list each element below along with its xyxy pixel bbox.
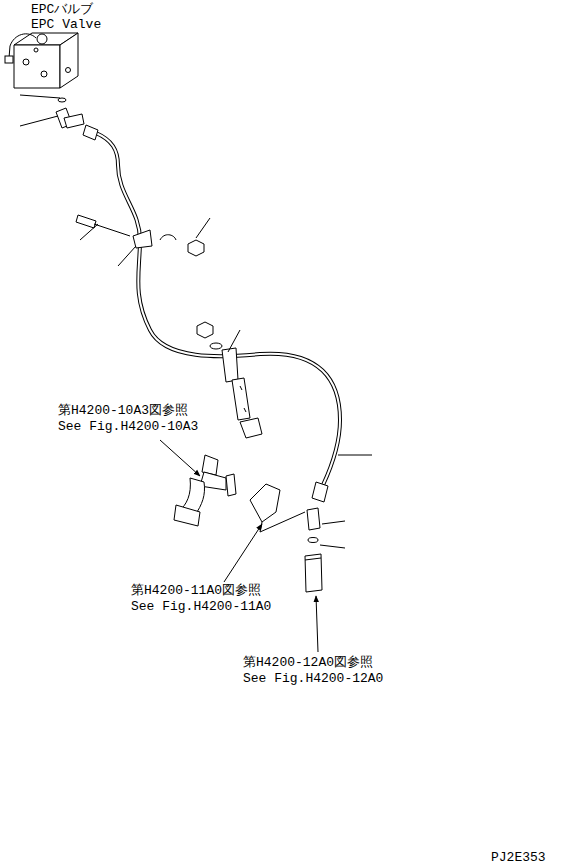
- leader-line: [260, 512, 305, 532]
- hose-clamp: [133, 230, 152, 248]
- connector-block: [250, 484, 280, 522]
- epc-valve: [14, 33, 78, 88]
- nut: [197, 322, 213, 338]
- reference-note: See Fig.H4200-10A3: [57, 419, 199, 434]
- callout-leader: [20, 95, 372, 548]
- nut: [188, 240, 204, 256]
- part-label: EPC Valve: [30, 17, 102, 32]
- fitting: [240, 418, 262, 438]
- reference-note: See Fig.H4200-12A0: [242, 671, 384, 686]
- reference-note: 第H4200-11A0図参照: [130, 583, 262, 598]
- reference-note: 第H4200-12A0図参照: [242, 655, 374, 670]
- pipe-elbow: [174, 455, 236, 526]
- elbow-fitting: [56, 108, 84, 128]
- o-ring: [308, 538, 318, 543]
- washer: [210, 343, 222, 349]
- solenoid-wire: [9, 34, 36, 58]
- washer: [160, 235, 176, 240]
- coupling: [305, 554, 322, 592]
- bracket: [232, 378, 250, 420]
- hose-clamp: [222, 348, 238, 382]
- reference-note: 第H4200-10A3図参照: [57, 403, 189, 418]
- reference-arrow: [160, 440, 318, 652]
- part-label: EPCバルブ: [30, 2, 94, 17]
- wire-connector: [5, 56, 13, 63]
- bolt: [76, 215, 130, 236]
- fitting: [307, 508, 320, 530]
- hose: [83, 125, 340, 502]
- drawing-number: PJ2E353: [490, 850, 547, 865]
- reference-note: See Fig.H4200-11A0: [130, 599, 272, 614]
- o-ring: [58, 98, 66, 102]
